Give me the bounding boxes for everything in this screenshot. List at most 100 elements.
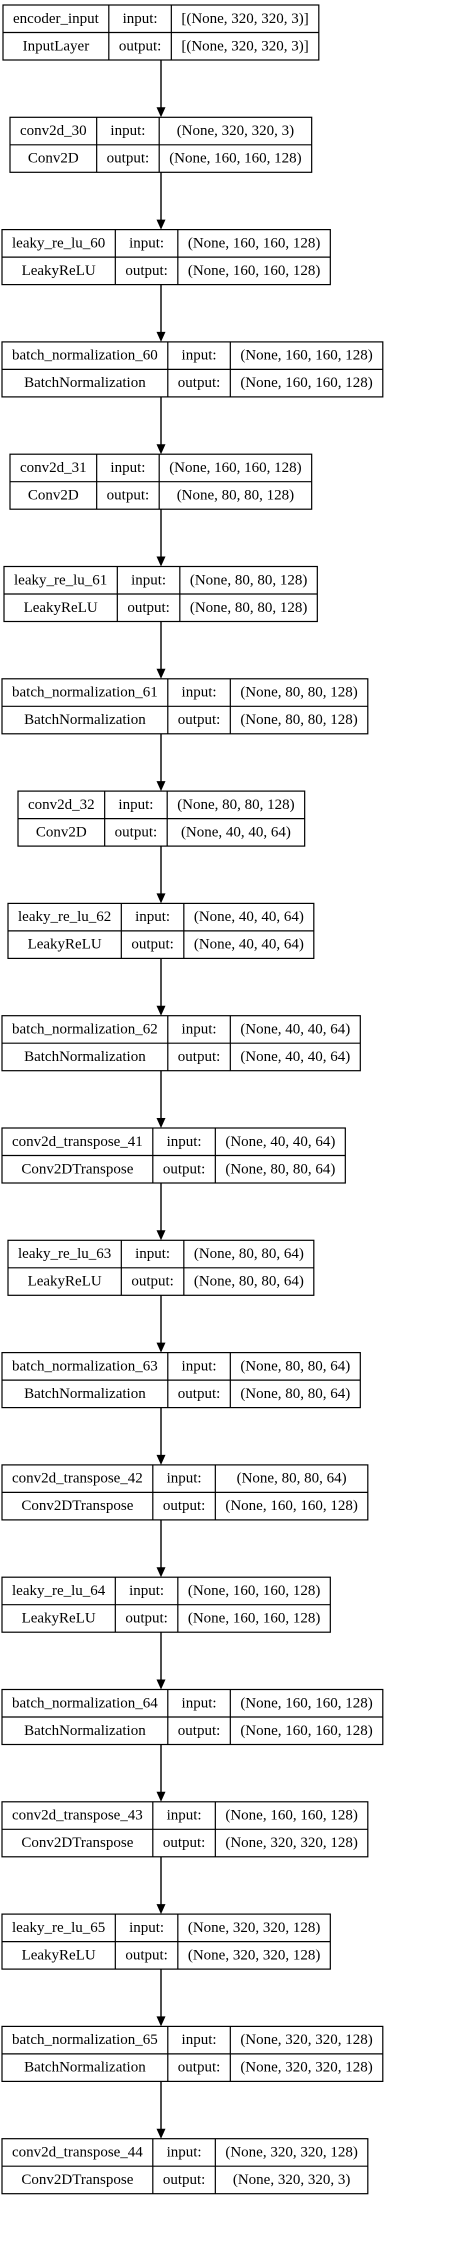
- input-label: input:: [110, 123, 145, 139]
- layer-node: batch_normalization_61BatchNormalization…: [1, 678, 369, 735]
- layer-type: BatchNormalization: [24, 1386, 146, 1402]
- layer-name: conv2d_transpose_41: [12, 1134, 143, 1150]
- output-label: output:: [163, 2172, 206, 2188]
- output-label: output:: [178, 375, 221, 391]
- input-shape: (None, 160, 160, 128): [225, 1808, 357, 1824]
- arrow-head-icon: [156, 107, 166, 118]
- input-label: input:: [182, 348, 217, 364]
- arrow-head-icon: [156, 1791, 166, 1802]
- layer-name: conv2d_32: [28, 797, 95, 813]
- output-shape: (None, 160, 160, 128): [240, 375, 372, 391]
- layer-name: leaky_re_lu_65: [12, 1920, 105, 1936]
- input-shape: (None, 80, 80, 128): [177, 797, 294, 813]
- input-label: input:: [167, 1808, 202, 1824]
- layer-type: Conv2DTranspose: [21, 1835, 133, 1851]
- input-label: input:: [135, 909, 170, 925]
- layer-name: leaky_re_lu_62: [18, 909, 111, 925]
- output-label: output:: [163, 1835, 206, 1851]
- input-label: input:: [118, 797, 153, 813]
- arrow-head-icon: [156, 219, 166, 230]
- input-label: input:: [182, 2032, 217, 2048]
- layer-name: conv2d_30: [20, 123, 87, 139]
- layer-name: conv2d_31: [20, 460, 87, 476]
- output-shape: (None, 160, 160, 128): [188, 1610, 320, 1626]
- input-shape: (None, 320, 320, 3): [177, 123, 294, 139]
- layer-type: Conv2DTranspose: [21, 1498, 133, 1514]
- input-label: input:: [167, 2144, 202, 2160]
- layer-node: batch_normalization_62BatchNormalization…: [1, 1015, 361, 1072]
- layer-name: batch_normalization_63: [12, 1358, 158, 1374]
- layer-name: leaky_re_lu_63: [18, 1246, 111, 1262]
- output-label: output:: [115, 824, 158, 840]
- output-shape: (None, 80, 80, 128): [177, 487, 294, 503]
- arrow-head-icon: [156, 893, 166, 904]
- arrow-head-icon: [156, 556, 166, 567]
- output-shape: [(None, 320, 320, 3)]: [181, 38, 308, 54]
- output-label: output:: [178, 1723, 221, 1739]
- output-label: output:: [125, 1947, 168, 1963]
- arrow-head-icon: [156, 1230, 166, 1241]
- edge-arrow: [156, 1519, 166, 1578]
- input-label: input:: [182, 685, 217, 701]
- layer-type: LeakyReLU: [28, 937, 102, 953]
- arrow-head-icon: [156, 444, 166, 455]
- edge-arrow: [156, 396, 166, 455]
- arrow-head-icon: [156, 1005, 166, 1016]
- edges-group: [156, 60, 166, 2139]
- input-label: input:: [182, 1695, 217, 1711]
- layer-type: Conv2D: [28, 151, 79, 167]
- input-shape: (None, 160, 160, 128): [240, 348, 372, 364]
- input-label: input:: [129, 1583, 164, 1599]
- arrow-head-icon: [156, 1567, 166, 1578]
- edge-arrow: [156, 284, 166, 342]
- input-label: input:: [135, 1246, 170, 1262]
- output-label: output:: [131, 937, 174, 953]
- output-shape: (None, 80, 80, 128): [190, 600, 307, 616]
- input-shape: (None, 320, 320, 128): [188, 1920, 320, 1936]
- output-label: output:: [163, 1161, 206, 1177]
- layer-type: BatchNormalization: [24, 1723, 146, 1739]
- layer-type: LeakyReLU: [22, 1947, 96, 1963]
- edge-arrow: [156, 1856, 166, 1915]
- layer-type: BatchNormalization: [24, 2060, 146, 2076]
- edge-arrow: [156, 1632, 166, 1690]
- output-label: output:: [107, 487, 150, 503]
- layer-type: LeakyReLU: [24, 600, 98, 616]
- input-shape: (None, 160, 160, 128): [169, 460, 301, 476]
- input-label: input:: [129, 235, 164, 251]
- layer-node: batch_normalization_64BatchNormalization…: [1, 1688, 384, 1746]
- input-shape: (None, 320, 320, 128): [225, 2144, 357, 2160]
- output-shape: (None, 320, 320, 128): [188, 1947, 320, 1963]
- output-shape: (None, 40, 40, 64): [181, 824, 291, 840]
- layer-name: batch_normalization_65: [12, 2032, 158, 2048]
- edge-arrow: [156, 2081, 166, 2139]
- edge-arrow: [156, 1744, 166, 1802]
- output-label: output:: [178, 2060, 221, 2076]
- input-shape: (None, 40, 40, 64): [225, 1134, 335, 1150]
- layer-type: BatchNormalization: [24, 1049, 146, 1065]
- arrow-head-icon: [156, 1904, 166, 1915]
- layer-name: encoder_input: [13, 11, 100, 27]
- layer-name: conv2d_transpose_44: [12, 2144, 143, 2160]
- layer-name: batch_normalization_64: [12, 1695, 158, 1711]
- arrow-head-icon: [156, 1454, 166, 1465]
- layer-type: Conv2D: [28, 487, 79, 503]
- layer-node: leaky_re_lu_61LeakyReLUinput:output:(Non…: [3, 565, 318, 623]
- input-shape: (None, 80, 80, 64): [237, 1471, 347, 1487]
- layer-node: batch_normalization_60BatchNormalization…: [1, 341, 384, 398]
- input-label: input:: [167, 1134, 202, 1150]
- arrow-head-icon: [156, 1679, 166, 1690]
- output-shape: (None, 80, 80, 128): [240, 712, 357, 728]
- layer-node: leaky_re_lu_64LeakyReLUinput:output:(Non…: [1, 1576, 331, 1633]
- edge-arrow: [156, 621, 166, 679]
- output-shape: (None, 40, 40, 64): [240, 1049, 350, 1065]
- input-label: input:: [129, 1920, 164, 1936]
- input-shape: (None, 320, 320, 128): [240, 2032, 372, 2048]
- layer-type: Conv2DTranspose: [21, 2172, 133, 2188]
- layer-node: batch_normalization_63BatchNormalization…: [1, 1351, 361, 1409]
- layer-node: leaky_re_lu_62LeakyReLUinput:output:(Non…: [7, 902, 315, 960]
- output-label: output:: [163, 1498, 206, 1514]
